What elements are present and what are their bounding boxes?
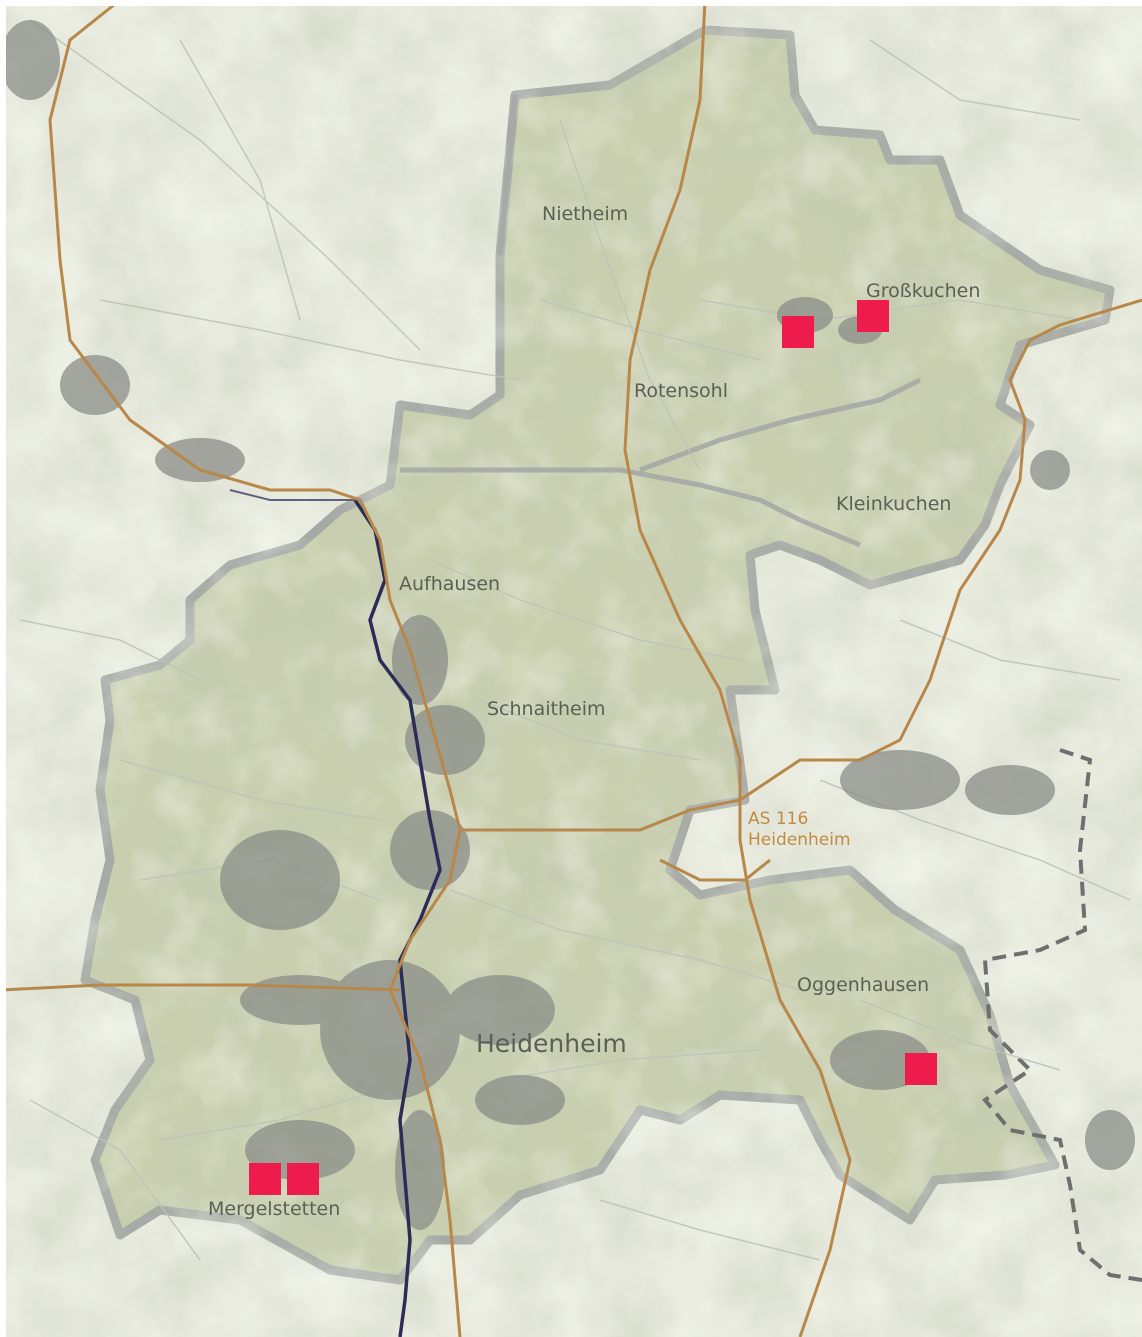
place-label-kleinkuchen: Kleinkuchen [836, 493, 951, 515]
place-label-nietheim: Nietheim [542, 203, 628, 225]
place-label-mergelstetten: Mergelstetten [208, 1198, 340, 1220]
page-frame-left [0, 0, 6, 1337]
minor-roads [19, 19, 1131, 1261]
page-frame [0, 0, 1142, 6]
junction-label-line1: AS 116 [748, 809, 808, 829]
place-label-aufhausen: Aufhausen [399, 573, 500, 595]
state-border [982, 748, 1142, 1282]
place-labels: Nietheim Großkuchen Rotensohl Kleinkuche… [208, 203, 980, 1220]
place-label-oggenhausen: Oggenhausen [797, 974, 929, 996]
river [353, 499, 442, 1337]
square-marker[interactable] [287, 1163, 319, 1195]
square-marker[interactable] [905, 1053, 937, 1085]
place-label-grosskuchen: Großkuchen [866, 280, 980, 302]
markers[interactable] [249, 300, 937, 1195]
place-label-rotensohl: Rotensohl [634, 380, 728, 402]
junction-label: AS 116 Heidenheim [748, 809, 851, 850]
junction-label-line2: Heidenheim [748, 830, 851, 850]
place-label-heidenheim: Heidenheim [476, 1029, 627, 1058]
square-marker[interactable] [249, 1163, 281, 1195]
place-label-schnaitheim: Schnaitheim [487, 698, 605, 720]
square-marker[interactable] [782, 316, 814, 348]
municipality-borders [400, 94, 922, 548]
square-marker[interactable] [857, 300, 889, 332]
river-west [229, 489, 355, 501]
